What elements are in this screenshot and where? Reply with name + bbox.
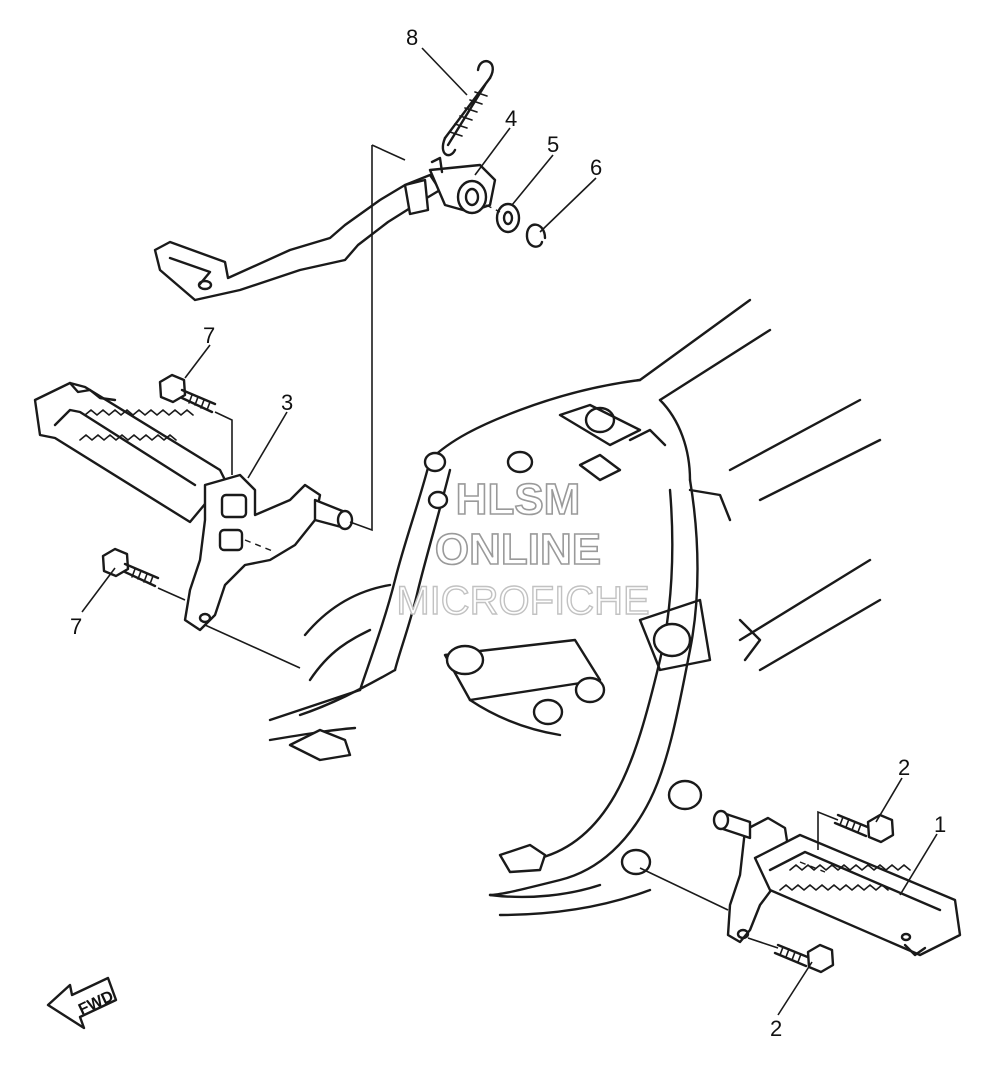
callout-3: 3	[281, 390, 293, 415]
return-spring	[441, 60, 494, 157]
callout-7-lower: 7	[70, 614, 82, 639]
watermark-line-2: ONLINE	[435, 525, 601, 574]
callout-4: 4	[505, 106, 517, 131]
pedal-pivot-path-top	[371, 144, 406, 161]
retaining-clip	[525, 223, 547, 248]
footrest-path-right	[639, 867, 729, 911]
pedal-pivot-path	[349, 145, 373, 532]
left-footrest-bracket	[183, 473, 354, 632]
callout-6: 6	[590, 155, 602, 180]
watermark: HLSM ONLINE MICROFICHE	[396, 474, 651, 624]
forward-direction-indicator: FWD	[46, 976, 118, 1030]
footrest-path-left	[204, 624, 301, 669]
right-footrest	[753, 833, 962, 957]
callout-1: 1	[934, 812, 946, 837]
watermark-line-3: MICROFICHE	[396, 579, 649, 623]
bolt-path-lower-right	[747, 937, 779, 949]
washer	[495, 202, 521, 234]
callout-leaders	[81, 47, 938, 1016]
bolt-lower-left	[101, 547, 160, 588]
callout-2-lower: 2	[770, 1016, 782, 1041]
fwd-arrow-icon	[46, 976, 118, 1030]
bolt-upper-right	[833, 813, 895, 844]
bolt-lower-right	[773, 943, 835, 974]
bolt-path-lower-left	[157, 587, 186, 601]
bolt-upper-left	[158, 373, 217, 414]
bolt-path-upper-left	[214, 411, 233, 475]
bolt-path-upper-right	[817, 810, 839, 850]
callout-5: 5	[547, 132, 559, 157]
assembly-axis-pedal	[485, 204, 501, 213]
watermark-line-1: HLSM	[456, 475, 581, 524]
callout-8: 8	[406, 25, 418, 50]
frame-assembly	[268, 298, 882, 917]
callout-7-upper: 7	[203, 323, 215, 348]
callout-2-upper: 2	[898, 755, 910, 780]
brake-pedal	[153, 156, 497, 302]
